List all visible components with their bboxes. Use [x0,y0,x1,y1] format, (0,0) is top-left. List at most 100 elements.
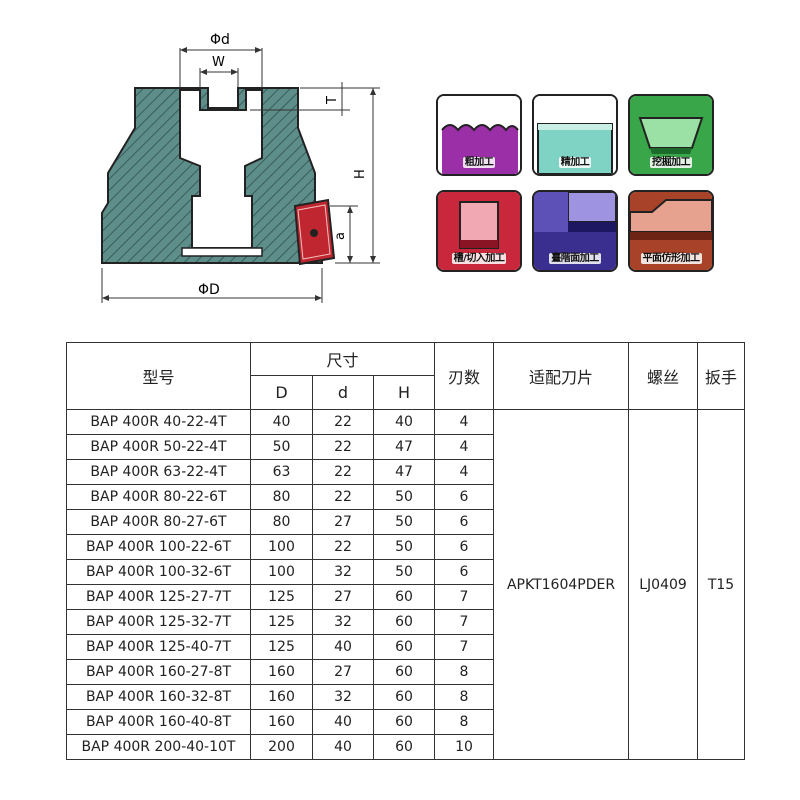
phi-d-label: Φd [210,32,230,48]
cell-teeth: 6 [434,484,495,510]
cell-d: 22 [312,534,374,560]
cell-d: 22 [312,459,374,485]
cell-model: BAP 400R 125-40-7T [66,634,251,660]
cell-D: 63 [250,459,313,485]
tile-label: 挖掘加工 [650,157,692,168]
cell-D: 50 [250,434,313,460]
cell-H: 60 [372,659,436,685]
cell-teeth: 8 [434,684,495,710]
cell-model: BAP 400R 80-22-6T [66,484,251,510]
tile-step-machining: 臺階面加工 [532,190,618,272]
cell-d: 22 [312,409,374,435]
tile-rough-machining: 粗加工 [436,94,522,176]
cell-d: 32 [312,559,374,585]
cell-model: BAP 400R 160-27-8T [66,659,251,685]
cell-model: BAP 400R 80-27-6T [66,509,251,535]
cell-model: BAP 400R 200-40-10T [66,734,251,760]
tile-label: 平面仿形加工 [640,253,702,264]
cell-H: 60 [372,709,436,735]
machining-type-grid: 粗加工 精加工 挖掘加工 槽/切入加工 臺階面加工 [430,90,730,272]
cell-H: 50 [372,484,436,510]
cell-D: 160 [250,659,313,685]
header-size: 尺寸 [249,342,436,376]
cell-H: 60 [372,609,436,635]
cell-D: 100 [250,559,313,585]
tile-finish-machining: 精加工 [532,94,618,176]
cell-H: 40 [372,409,436,435]
cell-d: 27 [312,509,374,535]
cell-model: BAP 400R 63-22-4T [66,459,251,485]
cell-insert: APKT1604PDER [493,409,630,760]
cell-screw: LJ0409 [628,409,699,760]
cell-wrench: T15 [697,409,746,760]
cell-teeth: 4 [434,459,495,485]
cell-d: 40 [312,709,374,735]
cell-D: 100 [250,534,313,560]
cell-model: BAP 400R 40-22-4T [66,409,251,435]
cell-model: BAP 400R 125-27-7T [66,584,251,610]
cell-d: 22 [312,484,374,510]
cell-H: 60 [372,634,436,660]
cell-d: 32 [312,609,374,635]
cell-teeth: 6 [434,534,495,560]
cell-d: 40 [312,734,374,760]
cell-H: 47 [372,434,436,460]
cell-model: BAP 400R 100-22-6T [66,534,251,560]
cell-model: BAP 400R 100-32-6T [66,559,251,585]
cell-D: 80 [250,509,313,535]
cell-model: BAP 400R 160-40-8T [66,709,251,735]
cell-H: 60 [372,734,436,760]
cell-H: 60 [372,684,436,710]
spec-table: 型号 尺寸 刃数 适配刀片 螺丝 扳手 D d H BAP 400R 40-22… [66,342,746,760]
cell-teeth: 6 [434,559,495,585]
cell-D: 160 [250,684,313,710]
step-machining-icon [534,192,616,270]
cell-teeth: 6 [434,509,495,535]
tile-slot-machining: 槽/切入加工 [436,190,522,272]
cell-H: 60 [372,584,436,610]
cell-H: 50 [372,534,436,560]
cell-D: 125 [250,609,313,635]
cell-teeth: 4 [434,409,495,435]
header-D: D [250,375,313,410]
header-H: H [372,375,436,410]
cell-teeth: 7 [434,609,495,635]
t-label: T [325,96,340,105]
cell-D: 40 [250,409,313,435]
cell-d: 27 [312,659,374,685]
cell-model: BAP 400R 160-32-8T [66,684,251,710]
phi-D-label: ΦD [198,282,220,298]
tile-pocket-machining: 挖掘加工 [628,94,714,176]
cell-H: 50 [372,559,436,585]
cell-d: 27 [312,584,374,610]
header-wrench: 扳手 [697,342,746,410]
cell-H: 50 [372,509,436,535]
cutter-cross-section-drawing: Φd W T H a ΦD [101,32,380,303]
cell-teeth: 8 [434,709,495,735]
cell-teeth: 7 [434,634,495,660]
cell-D: 200 [250,734,313,760]
cell-d: 32 [312,684,374,710]
tile-label: 精加工 [558,157,592,168]
header-d: d [312,375,374,410]
a-label: a [333,232,348,240]
header-insert: 适配刀片 [493,342,630,410]
cell-D: 80 [250,484,313,510]
header-model: 型号 [66,342,251,410]
rough-machining-icon [438,96,520,174]
insert-icon [293,198,336,266]
h-label: H [353,169,368,179]
cell-teeth: 4 [434,434,495,460]
cell-D: 125 [250,584,313,610]
w-label: W [212,55,225,70]
